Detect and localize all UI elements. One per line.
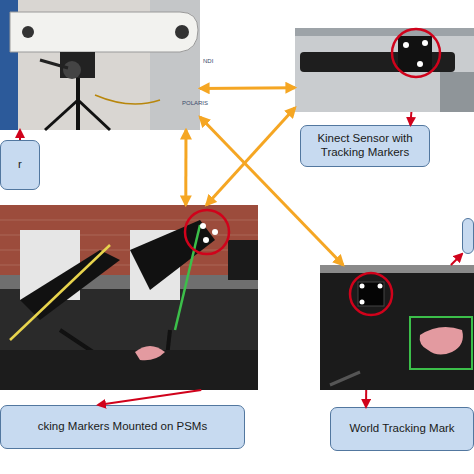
psm-photo-frame bbox=[0, 205, 258, 390]
callout-text: World Tracking Mark bbox=[349, 422, 454, 436]
pointer-arrow bbox=[98, 390, 201, 405]
kinect-photo bbox=[295, 28, 474, 112]
polaris-photo bbox=[0, 0, 200, 130]
pointer-arrow bbox=[451, 254, 462, 265]
kinect-photo-frame bbox=[295, 28, 474, 112]
pointer-arrow bbox=[410, 112, 413, 125]
transform-arrow bbox=[200, 86, 295, 90]
callout-text: Kinect Sensor with Tracking Markers bbox=[306, 132, 424, 160]
callout-box: Kinect Sensor with Tracking Markers bbox=[300, 125, 430, 167]
callout-text: cking Markers Mounted on PSMs bbox=[38, 420, 207, 434]
pointer-arrow bbox=[365, 390, 367, 407]
world-photo-frame bbox=[320, 265, 474, 390]
device-label: NDI bbox=[203, 58, 213, 64]
transform-arrow bbox=[206, 108, 295, 205]
device-label: POLARIS bbox=[182, 100, 208, 106]
callout-box: cking Markers Mounted on PSMs bbox=[0, 405, 245, 449]
transform-arrow bbox=[184, 130, 187, 205]
callout-box: r bbox=[0, 140, 40, 190]
pointer-arrow bbox=[19, 130, 21, 140]
transform-arrow bbox=[200, 117, 343, 265]
callout-text: r bbox=[18, 158, 22, 172]
world-photo bbox=[320, 265, 474, 390]
tracker-photo: NDIPOLARIS bbox=[0, 0, 200, 130]
callout-box: World Tracking Mark bbox=[330, 407, 474, 451]
callout-box bbox=[462, 218, 474, 254]
psm-photo bbox=[0, 205, 258, 390]
